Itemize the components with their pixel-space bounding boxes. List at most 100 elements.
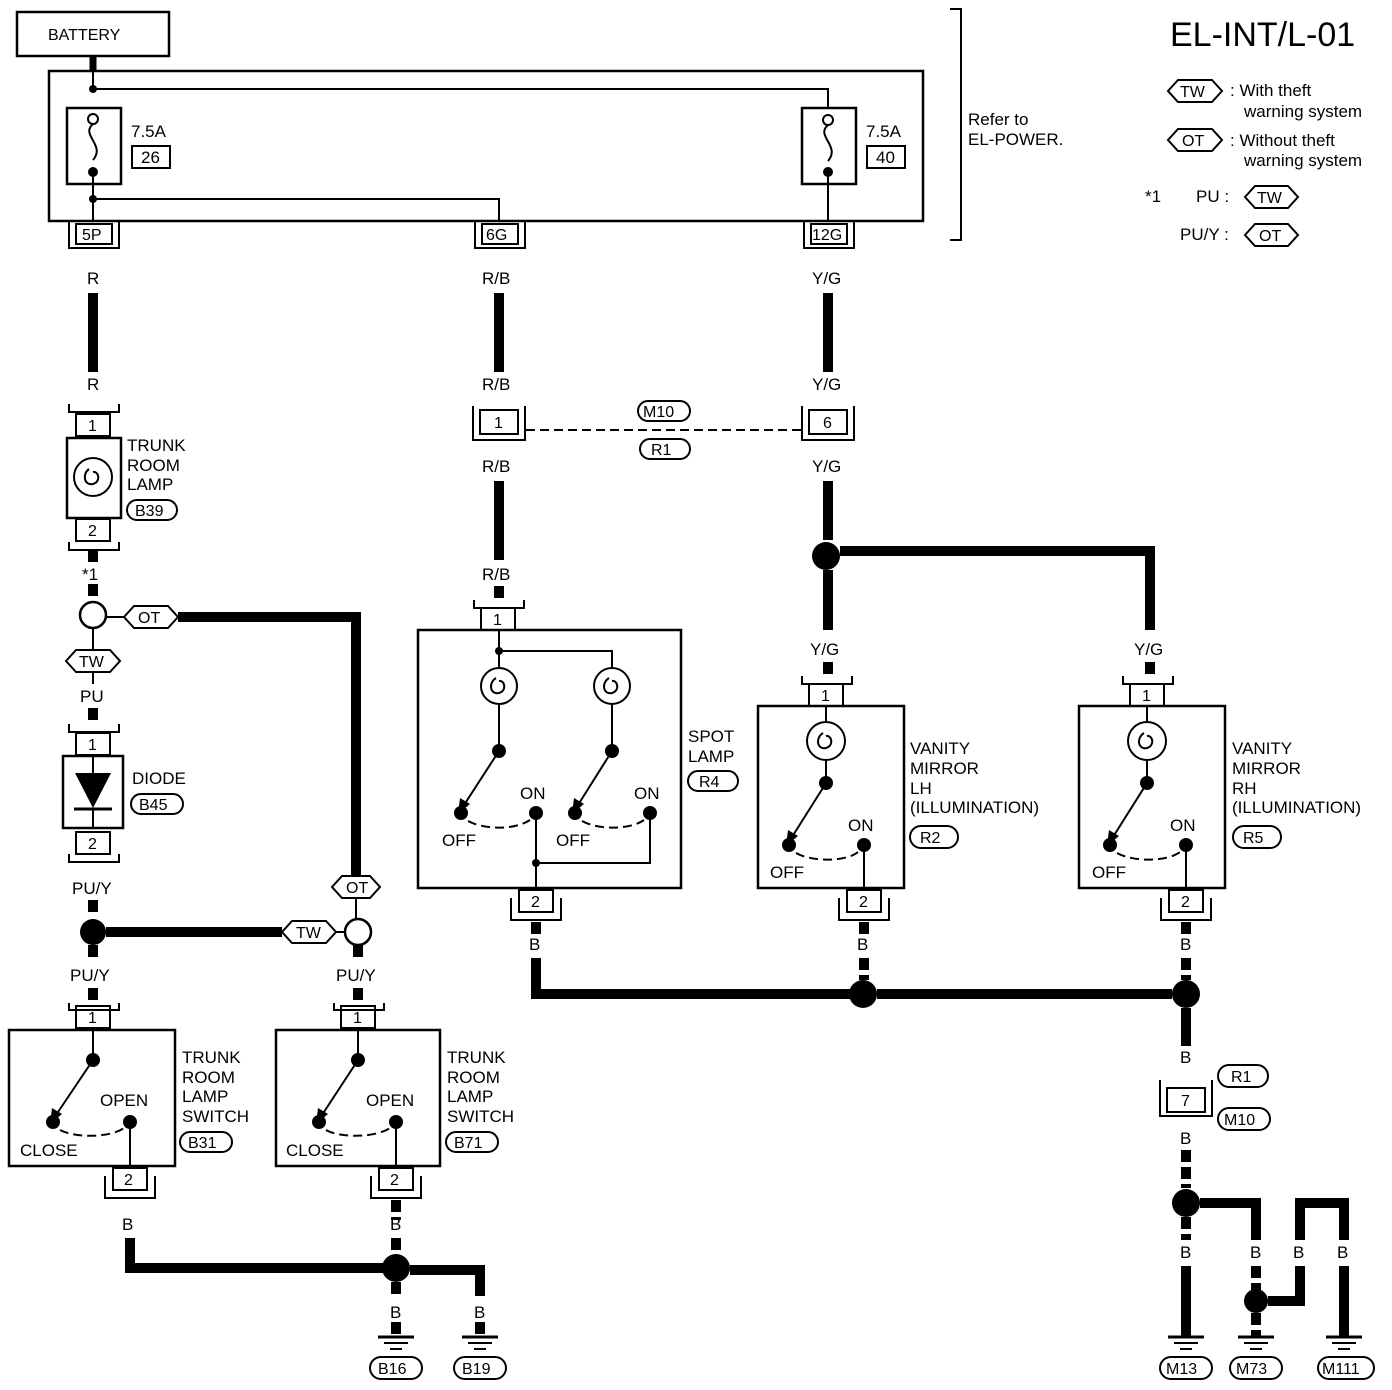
svg-text:B: B bbox=[1180, 1129, 1191, 1148]
ground-b19: B19 bbox=[453, 1335, 507, 1380]
svg-text:1: 1 bbox=[353, 1010, 362, 1027]
svg-text:ON: ON bbox=[520, 784, 546, 803]
svg-text:R/B: R/B bbox=[482, 269, 510, 288]
tw-tag bbox=[1166, 79, 1224, 103]
svg-text:PU/Y: PU/Y bbox=[70, 966, 110, 985]
svg-text:ON: ON bbox=[634, 784, 660, 803]
svg-text:M111: M111 bbox=[1322, 1361, 1360, 1378]
svg-text:TRUNK: TRUNK bbox=[182, 1048, 241, 1067]
svg-text:6: 6 bbox=[823, 415, 832, 432]
puy-ot-text: OT bbox=[1259, 228, 1281, 245]
connector-m10-r1-pin1: 1 bbox=[472, 406, 526, 441]
svg-text:VANITY: VANITY bbox=[1232, 739, 1292, 758]
svg-text:Y/G: Y/G bbox=[812, 457, 841, 476]
svg-text:PU: PU bbox=[80, 687, 104, 706]
star-1-marker: *1 bbox=[82, 565, 98, 584]
ot-desc-1: : Without theft bbox=[1230, 131, 1335, 150]
svg-text:1: 1 bbox=[88, 418, 97, 435]
svg-text:B: B bbox=[1180, 1243, 1191, 1262]
fuse-26: 7.5A 26 bbox=[65, 106, 171, 186]
svg-text:1: 1 bbox=[493, 612, 502, 629]
svg-text:PU/Y: PU/Y bbox=[336, 966, 376, 985]
diagram-title: EL-INT/L-01 bbox=[1170, 16, 1355, 54]
ground-splice-mid bbox=[849, 980, 877, 1008]
svg-text:LAMP: LAMP bbox=[182, 1087, 228, 1106]
trunk-room-lamp: 1 2 TRUNK ROOM LAMP B39 bbox=[65, 404, 186, 551]
trunk-lamp-name-3: LAMP bbox=[127, 475, 173, 494]
pu-tw-tag bbox=[1243, 185, 1300, 209]
ground-splice-bottom bbox=[1172, 1189, 1200, 1217]
ground-m13: M13 bbox=[1159, 1335, 1213, 1380]
svg-text:SWITCH: SWITCH bbox=[447, 1107, 514, 1126]
svg-text:2: 2 bbox=[390, 1172, 399, 1189]
svg-text:B: B bbox=[474, 1303, 485, 1322]
svg-text:CLOSE: CLOSE bbox=[286, 1141, 344, 1160]
fuse-26-number: 26 bbox=[141, 148, 160, 167]
connector-r1-m10-pin7: 7 R1 M10 bbox=[1159, 1064, 1271, 1131]
svg-text:MIRROR: MIRROR bbox=[1232, 759, 1301, 778]
battery-box bbox=[15, 10, 171, 58]
ot-tag bbox=[1166, 128, 1224, 152]
svg-text:PU/Y: PU/Y bbox=[72, 879, 112, 898]
svg-text:ON: ON bbox=[1170, 816, 1196, 835]
tag-m10 bbox=[637, 400, 691, 422]
svg-text:OFF: OFF bbox=[770, 863, 804, 882]
svg-text:ROOM: ROOM bbox=[182, 1068, 235, 1087]
svg-text:2: 2 bbox=[88, 523, 97, 540]
svg-text:OFF: OFF bbox=[556, 831, 590, 850]
puy-ot-tag bbox=[1243, 223, 1300, 247]
svg-text:B: B bbox=[1180, 935, 1191, 954]
svg-text:B: B bbox=[1337, 1243, 1348, 1262]
svg-text:B: B bbox=[390, 1303, 401, 1322]
fuse-26-rating: 7.5A bbox=[131, 122, 167, 141]
svg-text:B: B bbox=[1250, 1243, 1261, 1262]
svg-text:B: B bbox=[390, 1215, 401, 1234]
terminal-12g: 12G bbox=[803, 222, 855, 249]
pu-tw-text: TW bbox=[1257, 190, 1283, 207]
power-bracket bbox=[950, 8, 962, 241]
svg-text:OPEN: OPEN bbox=[366, 1091, 414, 1110]
svg-text:1: 1 bbox=[494, 415, 503, 432]
svg-text:SPOT: SPOT bbox=[688, 727, 734, 746]
ot-desc-2: warning system bbox=[1243, 151, 1362, 170]
svg-text:M10: M10 bbox=[1224, 1112, 1255, 1129]
svg-text:LAMP: LAMP bbox=[688, 747, 734, 766]
spot-lamp-code: R4 bbox=[699, 774, 720, 791]
svg-text:M13: M13 bbox=[1166, 1361, 1197, 1378]
svg-text:12G: 12G bbox=[812, 227, 842, 244]
fuse-40: 7.5A 40 bbox=[800, 106, 906, 186]
tag-r1 bbox=[639, 438, 691, 460]
fuse-block bbox=[47, 69, 925, 223]
option-splice-pu bbox=[78, 600, 108, 630]
svg-text:B: B bbox=[1180, 1048, 1191, 1067]
svg-text:2: 2 bbox=[531, 894, 540, 911]
ot-tag-text: OT bbox=[1182, 133, 1204, 150]
tw-desc-2: warning system bbox=[1243, 102, 1362, 121]
svg-text:R1: R1 bbox=[651, 442, 672, 459]
svg-text:1: 1 bbox=[88, 1010, 97, 1027]
diode-name: DIODE bbox=[132, 769, 186, 788]
svg-text:VANITY: VANITY bbox=[910, 739, 970, 758]
trunk-switch-b71: 1 OPEN CLOSE 2 TRUNK ROOM LAMP SWITCH B7… bbox=[274, 1003, 514, 1199]
trunk-lamp-code: B39 bbox=[135, 503, 164, 520]
fuse-40-rating: 7.5A bbox=[866, 122, 902, 141]
puy-label: PU/Y : bbox=[1180, 225, 1229, 244]
svg-text:MIRROR: MIRROR bbox=[910, 759, 979, 778]
pu-label: PU : bbox=[1196, 187, 1229, 206]
svg-text:LH: LH bbox=[910, 779, 932, 798]
terminal-6g: 6G bbox=[474, 222, 526, 249]
svg-text:1: 1 bbox=[821, 688, 830, 705]
spot-lamp: 1 ON ON OFF OFF 2 SPOT LAMP bbox=[416, 600, 739, 921]
splice-yg bbox=[812, 542, 840, 570]
refer-note-2: EL-POWER. bbox=[968, 130, 1063, 149]
option-splice-puy bbox=[343, 917, 373, 947]
svg-text:TRUNK: TRUNK bbox=[447, 1048, 506, 1067]
vanity-mirror-rh: 1 ON OFF 2 VANITY MIRROR RH (ILLUMINATIO… bbox=[1077, 676, 1361, 921]
svg-text:R: R bbox=[87, 269, 99, 288]
svg-text:OFF: OFF bbox=[442, 831, 476, 850]
svg-text:TW: TW bbox=[79, 654, 105, 671]
svg-text:Y/G: Y/G bbox=[1134, 640, 1163, 659]
svg-text:R/B: R/B bbox=[482, 375, 510, 394]
svg-text:(ILLUMINATION): (ILLUMINATION) bbox=[1232, 798, 1361, 817]
ground-b16: B16 bbox=[369, 1335, 423, 1380]
